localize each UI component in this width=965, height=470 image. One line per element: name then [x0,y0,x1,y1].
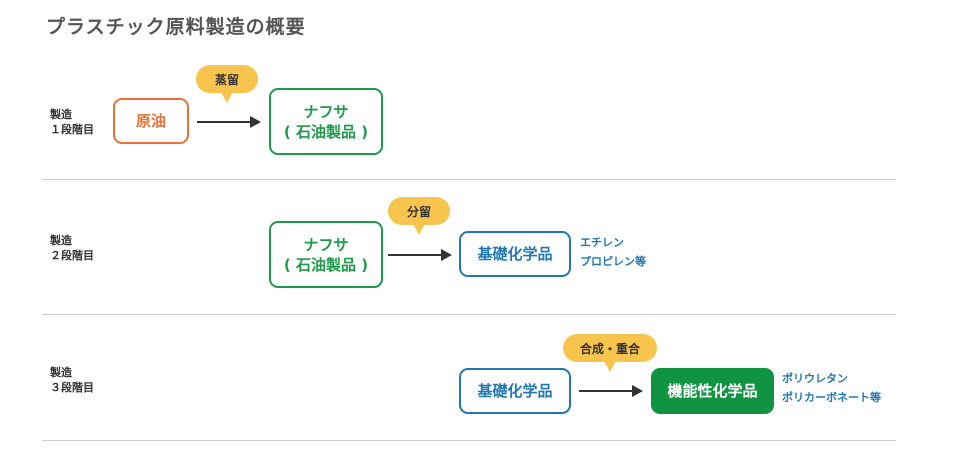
stage-1-arrow [197,116,261,128]
stage-2-target-text: 基礎化学品 [477,245,553,263]
stage-1-label-line2: １段階目 [50,123,94,136]
stage-3-source-box: 基礎化学品 [459,368,571,414]
stage-1-target-line2: ( 石油製品 ) [283,122,369,141]
stage-divider-3 [42,440,896,441]
stage-2-examples: エチレン プロピレン等 [580,233,646,271]
stage-1-process-bubble: 蒸留 [196,65,258,103]
stage-2-example-1: エチレン [580,236,624,249]
stage-2-example-2: プロピレン等 [580,255,646,268]
stage-2-process-bubble: 分留 [388,197,450,235]
page-title: プラスチック原料製造の概要 [46,16,306,38]
stage-3-process-bubble: 合成・重合 [563,334,657,372]
stage-divider-1 [42,179,896,180]
stage-2-process-text: 分留 [406,204,431,219]
stage-3-examples: ポリウレタン ポリカーボネート等 [782,369,881,407]
stage-1-target-box: ナフサ ( 石油製品 ) [269,88,383,155]
stage-divider-2 [42,314,896,315]
stage-2-source-line1: ナフサ [303,235,349,254]
stage-2-label: 製造 ２段階目 [50,233,94,263]
stage-2-target-box: 基礎化学品 [459,231,571,277]
stage-1-process-text: 蒸留 [214,72,239,87]
stage-3-example-2: ポリカーボネート等 [782,391,881,404]
stage-3-arrow [579,385,643,397]
stage-3-example-1: ポリウレタン [782,372,848,385]
stage-3-label-line1: 製造 [50,366,72,379]
stage-1-target-line1: ナフサ [303,102,349,121]
stage-2-label-line1: 製造 [50,234,72,247]
stage-3-target-box: 機能性化学品 [651,368,774,414]
stage-2-source-line2: ( 石油製品 ) [283,255,369,274]
stage-2-arrow [388,249,452,261]
stage-3-label: 製造 ３段階目 [50,365,94,395]
stage-1-label-line1: 製造 [50,108,72,121]
stage-1-source-box: 原油 [113,98,189,144]
stage-2-source-box: ナフサ ( 石油製品 ) [269,221,383,288]
stage-3-label-line2: ３段階目 [50,381,94,394]
stage-3-process-text: 合成・重合 [579,341,640,356]
stage-3-target-text: 機能性化学品 [667,382,758,400]
stage-1-label: 製造 １段階目 [50,107,94,137]
stage-1-source-text: 原油 [135,112,166,130]
stage-3-source-text: 基礎化学品 [477,382,553,400]
stage-2-label-line2: ２段階目 [50,249,94,262]
